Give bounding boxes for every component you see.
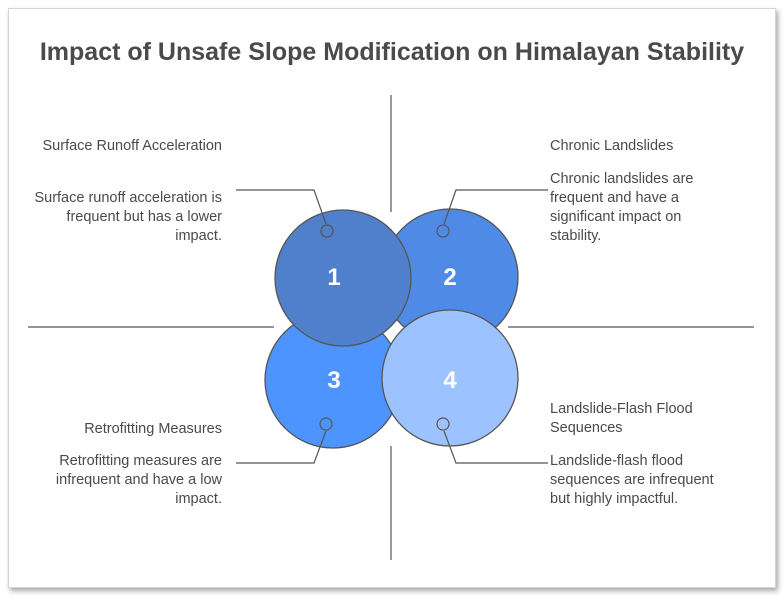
quadrant-1-description: Surface runoff acceleration is frequent … bbox=[34, 190, 222, 244]
connector-4-dot bbox=[436, 417, 450, 431]
circle-3-number: 3 bbox=[327, 367, 340, 394]
quadrant-2-description: Chronic landslides are frequent and have… bbox=[550, 171, 694, 244]
connector-1 bbox=[236, 189, 327, 225]
circle-1-number: 1 bbox=[327, 264, 340, 291]
connector-2-dot bbox=[436, 224, 450, 238]
connector-1-dot bbox=[320, 224, 334, 238]
quadrant-1-heading: Surface Runoff Acceleration bbox=[42, 138, 222, 154]
circle-1 bbox=[274, 209, 412, 347]
quadrant-3-heading: Retrofitting Measures bbox=[84, 421, 222, 437]
quadrant-2-heading: Chronic Landslides bbox=[550, 138, 674, 154]
quadrant-3-description: Retrofitting measures are infrequent and… bbox=[55, 453, 222, 507]
connector-2 bbox=[443, 189, 548, 225]
quadrant-4-heading: Landslide-Flash Flood Sequences bbox=[550, 401, 693, 436]
connector-3-dot bbox=[319, 417, 333, 431]
circle-2-number: 2 bbox=[443, 264, 456, 291]
circle-4-number: 4 bbox=[443, 367, 457, 394]
connector-3 bbox=[236, 430, 327, 464]
diagram-title: Impact of Unsafe Slope Modification on H… bbox=[39, 38, 745, 66]
quadrant-4-description: Landslide-flash flood sequences are infr… bbox=[550, 453, 714, 507]
connector-4 bbox=[443, 430, 548, 464]
